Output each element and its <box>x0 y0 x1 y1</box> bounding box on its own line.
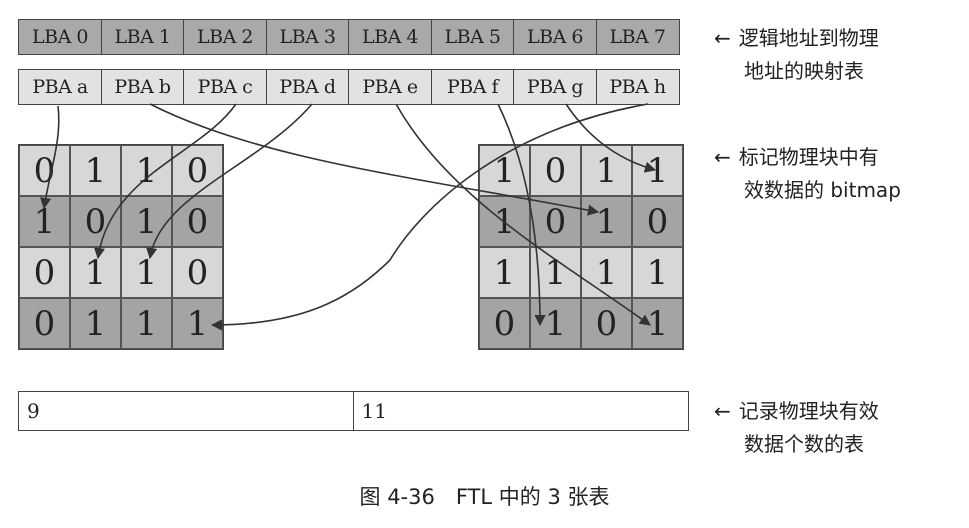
bitmap-cell: 1 <box>70 247 121 298</box>
pba-cell: PBA h <box>595 69 680 105</box>
label-line: 效数据的 bitmap <box>744 178 901 202</box>
pba-cell: PBA a <box>18 69 102 105</box>
pba-row: PBA a PBA b PBA c PBA d PBA e PBA f PBA … <box>18 69 680 105</box>
valid-count-table: 9 11 <box>18 391 689 431</box>
label-line: 数据个数的表 <box>744 432 864 456</box>
pba-cell: PBA e <box>348 69 432 105</box>
bitmap-cell: 1 <box>121 298 172 349</box>
bitmap-cell: 1 <box>479 196 530 247</box>
pba-cell: PBA f <box>430 69 515 105</box>
label-line: 地址的映射表 <box>744 59 864 83</box>
lba-cell: LBA 1 <box>100 19 185 55</box>
bitmap-cell: 1 <box>172 298 223 349</box>
bitmap-cell: 0 <box>172 196 223 247</box>
label-line: 记录物理块有效 <box>738 399 879 423</box>
pba-cell: PBA c <box>183 69 267 105</box>
bitmap-label: ← 标记物理块中有 效数据的 bitmap <box>714 141 901 207</box>
bitmap-cell: 1 <box>479 145 530 196</box>
lba-cell: LBA 6 <box>513 19 597 55</box>
bitmap-cell: 0 <box>19 145 70 196</box>
bitmap-cell: 1 <box>121 145 172 196</box>
bitmap-cell: 1 <box>581 247 632 298</box>
count-cell: 9 <box>18 391 354 431</box>
pba-cell: PBA g <box>513 69 597 105</box>
bitmap-cell: 1 <box>530 298 581 349</box>
bitmap-cell: 1 <box>121 247 172 298</box>
bitmap-cell: 0 <box>530 196 581 247</box>
lba-cell: LBA 3 <box>265 19 350 55</box>
count-cell: 11 <box>352 391 689 431</box>
bitmap-cell: 0 <box>479 298 530 349</box>
left-arrow-icon: ← <box>714 145 731 169</box>
bitmap-cell: 0 <box>19 247 70 298</box>
count-table-label: ← 记录物理块有效 数据个数的表 <box>714 395 879 461</box>
bitmap-cell: 1 <box>479 247 530 298</box>
lba-cell: LBA 7 <box>595 19 680 55</box>
bitmap-cell: 1 <box>19 196 70 247</box>
bitmap-cell: 1 <box>632 247 683 298</box>
lba-row: LBA 0 LBA 1 LBA 2 LBA 3 LBA 4 LBA 5 LBA … <box>18 19 680 55</box>
bitmap-cell: 1 <box>581 145 632 196</box>
bitmap-cell: 0 <box>172 247 223 298</box>
bitmap-cell: 0 <box>19 298 70 349</box>
pba-cell: PBA b <box>100 69 185 105</box>
label-line: 标记物理块中有 <box>738 145 879 169</box>
bitmap-cell: 0 <box>172 145 223 196</box>
left-arrow-icon: ← <box>714 399 731 423</box>
bitmap-cell: 1 <box>581 196 632 247</box>
bitmap-cell: 0 <box>632 196 683 247</box>
lba-cell: LBA 5 <box>430 19 515 55</box>
bitmap-cell: 1 <box>121 196 172 247</box>
figure-caption: 图 4-36 FTL 中的 3 张表 <box>359 485 610 509</box>
bitmap-cell: 1 <box>70 145 121 196</box>
bitmap-cell: 0 <box>70 196 121 247</box>
bitmap-cell: 1 <box>70 298 121 349</box>
bitmap-cell: 1 <box>632 298 683 349</box>
lba-cell: LBA 2 <box>183 19 267 55</box>
bitmap-cell: 1 <box>632 145 683 196</box>
left-arrow-icon: ← <box>714 26 731 50</box>
bitmap-cell: 1 <box>530 247 581 298</box>
lba-cell: LBA 0 <box>18 19 102 55</box>
bitmap-cell: 0 <box>530 145 581 196</box>
lba-cell: LBA 4 <box>348 19 432 55</box>
label-line: 逻辑地址到物理 <box>738 26 879 50</box>
mapping-table-label: ← 逻辑地址到物理 地址的映射表 <box>714 22 879 88</box>
bitmap-cell: 0 <box>581 298 632 349</box>
pba-cell: PBA d <box>265 69 350 105</box>
